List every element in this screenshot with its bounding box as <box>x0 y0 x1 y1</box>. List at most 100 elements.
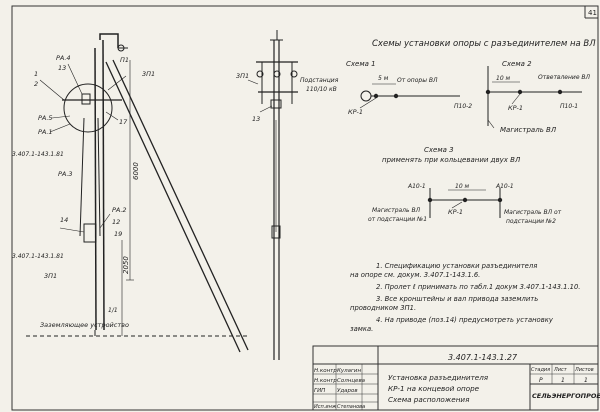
strut-line <box>105 61 241 353</box>
scheme-2-p10a: П10-2 <box>454 103 472 110</box>
label-zp1-mid: 3П1 <box>236 72 249 80</box>
label-p1: П1 <box>120 56 129 64</box>
label-zp1: 3П1 <box>142 70 155 78</box>
description-line-2: КР-1 на концевой опоре <box>388 384 480 393</box>
page-number: 41 <box>588 9 597 17</box>
pole-line <box>94 47 97 331</box>
name-2: Солнцева <box>337 378 366 384</box>
label-1: 1 <box>34 70 38 78</box>
schemes-title: Схемы установки опоры с разъединителем н… <box>372 39 596 49</box>
leader-line <box>107 75 127 91</box>
name-3: Ударов <box>337 388 358 394</box>
label-14: 14 <box>60 216 68 224</box>
leader-line <box>359 97 377 109</box>
label-19: 19 <box>114 230 122 238</box>
scheme-2-p10b: П10-1 <box>560 103 578 110</box>
insulator <box>290 70 298 78</box>
insulator <box>273 70 281 78</box>
scheme-1-branch: От опоры ВЛ <box>397 77 438 84</box>
pole-symbol <box>517 89 523 95</box>
leader-line <box>39 79 65 101</box>
leader-line <box>49 123 71 133</box>
label-2: 2 <box>34 80 38 88</box>
note-line: проводником 3П1. <box>350 304 416 312</box>
scheme-2-branch: Ответвление ВЛ <box>538 74 591 81</box>
leader-line <box>259 105 273 113</box>
scheme-3-a2: А10-1 <box>495 183 514 190</box>
pole-symbol <box>393 93 399 99</box>
scheme-2-title: Схема 2 <box>502 60 532 68</box>
pole-symbol <box>462 197 468 203</box>
sheet-label: Лист <box>553 367 568 373</box>
scheme-3-a1: А10-1 <box>407 183 426 190</box>
title-block <box>312 345 599 411</box>
drive-rod <box>79 117 85 237</box>
dimension-2050: 2050 <box>122 256 130 274</box>
sheets-value: 1 <box>584 377 588 384</box>
pole-side-view <box>26 33 250 353</box>
scheme-3-title: Схема 3 <box>424 146 454 154</box>
leader-line <box>51 115 71 119</box>
description-line-1: Установка разъединителя <box>388 373 489 382</box>
drive-box <box>271 225 281 239</box>
leader-line <box>105 111 119 121</box>
label-ra2: РА.2 <box>112 206 127 214</box>
sheet-value: 1 <box>561 377 565 384</box>
label-ref2: 3.407.1-143.1.81 <box>12 253 64 260</box>
label-ground: Заземляющее устройство <box>40 321 129 329</box>
scheme-1-span: 5 м <box>378 75 389 82</box>
insulator <box>256 70 264 78</box>
title-block-frame <box>312 345 599 411</box>
name-4: Степанова <box>337 404 365 410</box>
scheme-3-main-1: Магистраль ВЛ <box>372 207 421 214</box>
pole-symbol <box>373 93 379 99</box>
sheet-frame <box>11 5 599 411</box>
organization: СЕЛЬЭНЕРГОПРОЕКТ <box>532 392 600 400</box>
label-13: 13 <box>58 64 66 72</box>
scheme-2-span: 10 м <box>496 75 511 82</box>
scheme-1-substation-kv: 110/10 кВ <box>306 86 337 93</box>
leader-line <box>59 227 85 233</box>
leader-line <box>487 119 495 129</box>
leader-line <box>511 93 521 105</box>
strut-line <box>112 59 249 351</box>
pole-symbol <box>557 89 563 95</box>
scheme-3-subtitle: применять при кольцевании двух ВЛ <box>382 156 521 164</box>
callout-circle <box>63 83 113 133</box>
role-1: Н.контр <box>314 368 337 374</box>
scheme-1-title: Схема 1 <box>346 60 376 68</box>
note-line: 3. Все кронштейны и вал привода заземлит… <box>376 295 538 303</box>
label-17: 17 <box>119 118 128 126</box>
document-code: 3.407.1-143.1.27 <box>448 353 518 362</box>
description-line-3: Схема расположения <box>388 395 470 404</box>
bracket <box>81 93 91 105</box>
scheme-2-kr: КР-1 <box>508 104 523 112</box>
label-13-mid: 13 <box>252 115 260 123</box>
pole-top <box>99 33 119 48</box>
middle-labels: 3П1 13 <box>236 72 260 123</box>
note-line: 1. Спецификацию установки разъединителя <box>376 262 537 270</box>
role-2: Н.контр <box>314 378 337 384</box>
label-ra1: РА.1 <box>38 128 53 136</box>
pole-line <box>102 39 105 331</box>
scheme-3-main-2: Магистраль ВЛ от <box>504 209 562 216</box>
note-line: на опоре см. докум. 3.407.1-143.1.6. <box>350 271 480 279</box>
label-ra5: РА.5 <box>38 114 53 122</box>
leader-line <box>451 201 463 209</box>
note-line: замка. <box>350 325 373 333</box>
drive-box <box>83 223 97 243</box>
title-block-text: 3.407.1-143.1.27 Н.контр Кулагин Н.контр… <box>314 353 600 410</box>
stage-value: Р <box>539 377 543 384</box>
scheme-3-main-2b: подстанции №2 <box>506 218 556 225</box>
note-line: 2. Пролет ℓ принимать по табл.1 докум 3.… <box>376 283 580 291</box>
leader-line <box>99 213 111 229</box>
scheme-2-main: Магистраль ВЛ <box>500 126 557 134</box>
scheme-1: Схема 1 Подстанция 110/10 кВ 5 м От опор… <box>300 60 460 116</box>
notes: 1. Спецификацию установки разъединителя … <box>350 262 580 333</box>
pole-symbol <box>497 197 503 203</box>
scheme-1-kr: КР-1 <box>348 108 363 116</box>
substation-symbol <box>360 90 372 102</box>
label-12: 12 <box>112 218 120 226</box>
